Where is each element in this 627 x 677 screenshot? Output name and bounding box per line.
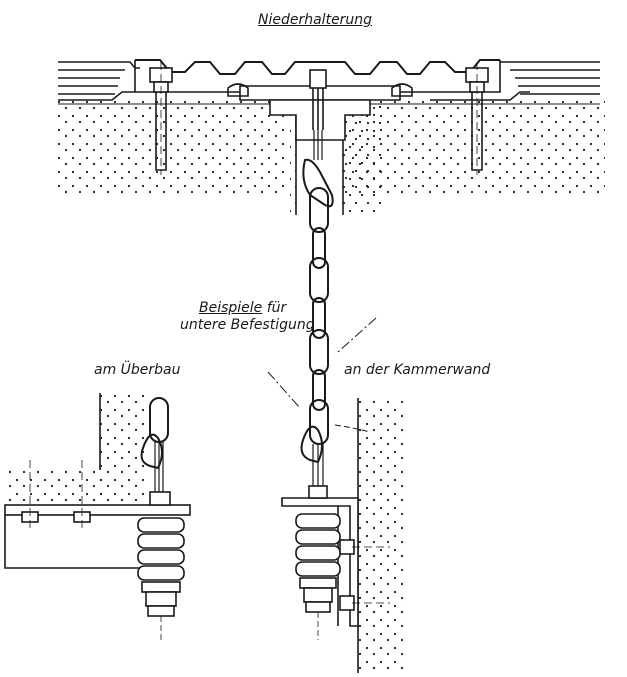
joint-assembly bbox=[58, 59, 605, 215]
chain bbox=[300, 130, 334, 488]
superstructure-mount bbox=[4, 393, 191, 640]
leader-line bbox=[267, 371, 301, 409]
right-example-label: an der Kammerwand bbox=[344, 362, 491, 378]
wall-mount bbox=[281, 398, 408, 673]
examples-label-line1: Beispiele für bbox=[199, 300, 286, 316]
left-example-label: am Überbau bbox=[94, 362, 181, 378]
examples-label-line2: untere Befestigung bbox=[180, 317, 315, 333]
title-label: Niederhalterung bbox=[258, 12, 373, 28]
examples-word-fuer: für bbox=[266, 300, 287, 316]
concrete-left bbox=[58, 100, 288, 195]
examples-underlined-word: Beispiele bbox=[199, 300, 263, 316]
concrete-right bbox=[345, 100, 605, 195]
leader-line-right bbox=[337, 317, 377, 353]
